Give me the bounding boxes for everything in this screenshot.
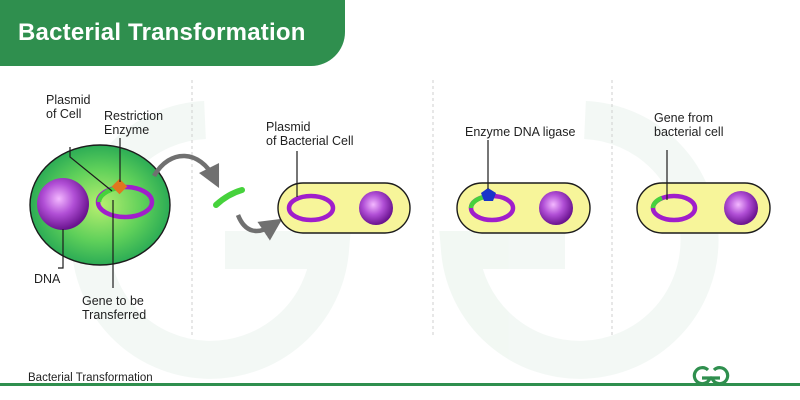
transfer-arrow-top bbox=[152, 153, 220, 189]
dna-nucleoid bbox=[37, 178, 89, 230]
free-gene-fragment bbox=[213, 187, 245, 208]
label-enzyme-dna-ligase: Enzyme DNA ligase bbox=[465, 125, 576, 139]
title-banner: Bacterial Transformation bbox=[0, 0, 345, 66]
footer-caption: Bacterial Transformation bbox=[28, 372, 153, 384]
ligase-nucleoid bbox=[539, 191, 573, 225]
footer-line bbox=[0, 383, 800, 386]
gfg-logo-icon bbox=[692, 366, 730, 386]
callout-lines-1 bbox=[58, 138, 121, 288]
recipient-nucleoid bbox=[359, 191, 393, 225]
label-gene-from-bacterial-cell: Gene from bacterial cell bbox=[654, 111, 723, 139]
dna-ligase-icon bbox=[481, 188, 496, 201]
label-restriction-enzyme: Restriction Enzyme bbox=[104, 109, 167, 137]
transformed-gene-segment bbox=[650, 195, 663, 209]
label-plasmid-of-cell: Plasmid of Cell bbox=[46, 93, 94, 121]
donor-cell bbox=[29, 144, 171, 266]
page-title: Bacterial Transformation bbox=[18, 19, 306, 46]
panel-separators bbox=[191, 80, 613, 335]
ligase-cell bbox=[456, 182, 591, 234]
transformed-cell bbox=[636, 182, 771, 234]
transfer-arrow-bottom bbox=[235, 214, 283, 241]
transformed-nucleoid bbox=[724, 191, 758, 225]
restriction-enzyme-icon bbox=[111, 178, 128, 195]
label-gene-to-be-transferred: Gene to be Transferred bbox=[82, 294, 147, 322]
label-plasmid-of-bacterial-cell: Plasmid of Bacterial Cell bbox=[266, 120, 354, 148]
ligase-gene-segment bbox=[468, 194, 485, 209]
recipient-plasmid bbox=[286, 193, 336, 223]
label-dna: DNA bbox=[34, 272, 61, 286]
recipient-cell bbox=[277, 182, 411, 234]
